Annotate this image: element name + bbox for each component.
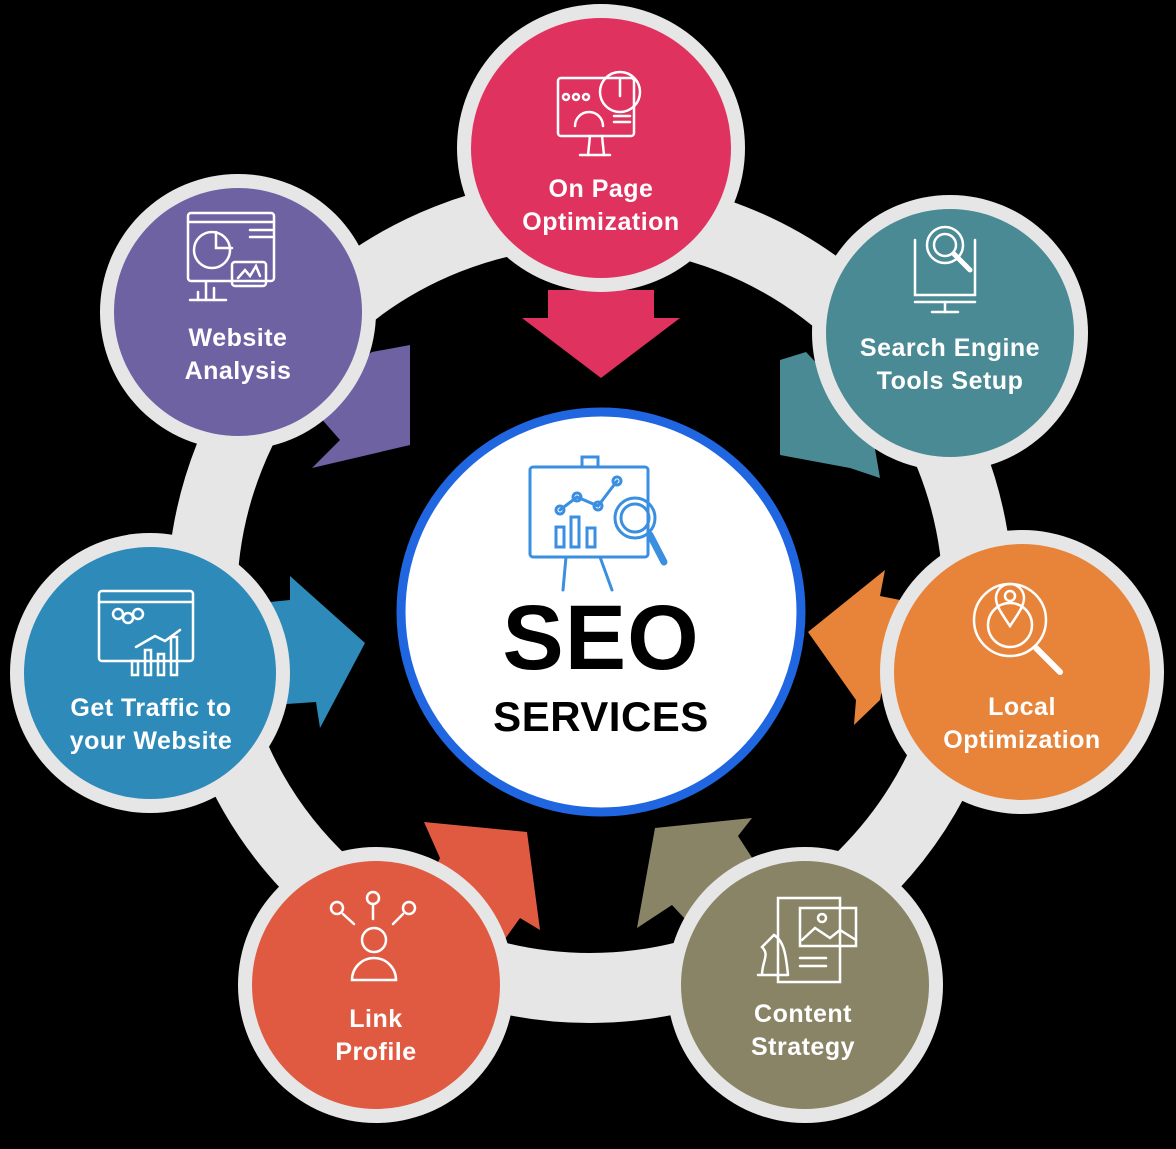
arrow-content — [637, 818, 760, 935]
label-line: On Page — [548, 175, 654, 203]
browser-analytics-icon — [186, 211, 276, 302]
center-subtitle: SERVICES — [493, 693, 709, 740]
label-line: Website — [188, 324, 288, 352]
label-link-profile: Link Profile — [335, 1003, 416, 1069]
arrow-get-traffic — [270, 576, 365, 728]
label-line: Strategy — [750, 1033, 856, 1061]
node-website-analysis[interactable] — [114, 188, 362, 436]
center-title: SEO — [502, 587, 700, 689]
arrow-local — [808, 570, 900, 725]
label-get-traffic: Get Traffic to your Website — [70, 692, 233, 758]
arrow-website-analysis — [305, 345, 410, 468]
user-links-icon — [329, 890, 417, 982]
monitor-gear-search-icon — [913, 225, 977, 314]
label-search-engine-tools: Search Engine Tools Setup — [860, 332, 1040, 398]
center-circle — [396, 407, 806, 817]
arrow-search-engine — [780, 352, 880, 478]
label-line: Analysis — [184, 357, 292, 385]
label-line: Optimization — [522, 208, 680, 236]
node-link-profile[interactable] — [252, 861, 500, 1109]
label-website-analysis: Website Analysis — [185, 322, 292, 388]
node-local-optimization[interactable] — [894, 544, 1150, 800]
label-on-page: On Page Optimization — [522, 173, 679, 239]
label-local-optimization: Local Optimization — [943, 691, 1100, 757]
label-content-strategy: Content Strategy — [751, 998, 855, 1064]
label-line: Search Engine — [859, 334, 1041, 362]
node-on-page[interactable] — [471, 18, 731, 278]
label-line: Get Traffic to — [70, 694, 232, 722]
arrow-link-profile — [424, 822, 540, 960]
label-line: Tools Setup — [876, 367, 1024, 395]
monitor-speed-gear-icon — [556, 70, 642, 157]
label-line: your Website — [69, 727, 233, 755]
browser-users-growth-icon — [97, 589, 195, 677]
node-content-strategy[interactable] — [681, 861, 929, 1109]
label-line: Content — [754, 1000, 852, 1028]
label-line: Profile — [335, 1038, 417, 1066]
label-line: Local — [988, 693, 1056, 721]
arrow-on-page — [522, 290, 680, 378]
chess-knight-document-icon — [756, 896, 858, 984]
location-pin-search-icon — [972, 582, 1063, 675]
node-search-engine-tools[interactable] — [826, 209, 1074, 457]
label-line: Link — [349, 1005, 403, 1033]
presentation-chart-magnifier-icon — [528, 455, 668, 592]
label-line: Optimization — [943, 726, 1101, 754]
